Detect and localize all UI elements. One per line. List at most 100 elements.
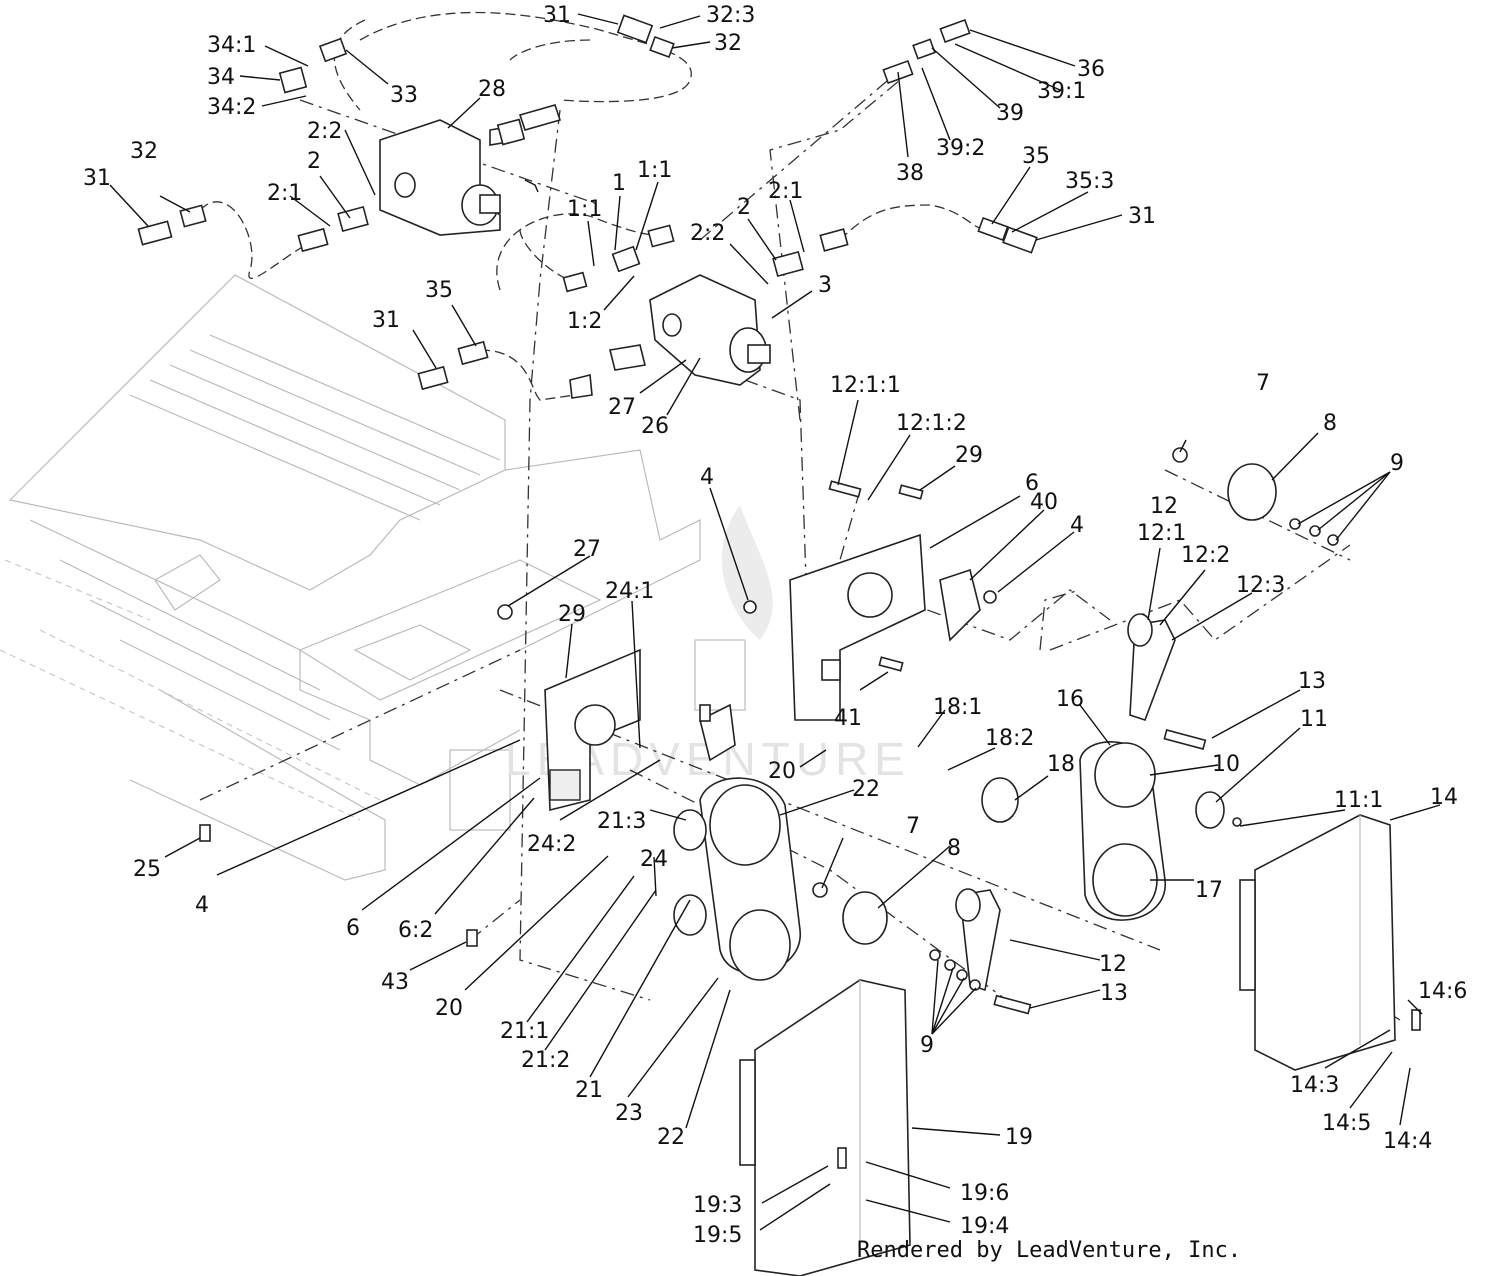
callout-25: 25 — [133, 857, 161, 882]
callout-35: 35 — [1022, 144, 1050, 169]
callout-32-3: 32:3 — [706, 3, 755, 28]
callout-2: 2 — [737, 195, 751, 220]
callout-21-1: 21:1 — [500, 1019, 549, 1044]
callout-12: 12 — [1099, 952, 1127, 977]
leader-lines — [109, 13, 1441, 1231]
callout-12-1: 12:1 — [1137, 521, 1186, 546]
callout-24: 24 — [640, 847, 668, 872]
callout-32: 32 — [130, 139, 158, 164]
callout-7: 7 — [906, 814, 920, 839]
callout-19-4: 19:4 — [960, 1214, 1009, 1239]
callout-11-1: 11:1 — [1334, 788, 1383, 813]
callout-31: 31 — [83, 166, 111, 191]
small-hardware — [199, 480, 1421, 1169]
callout-29: 29 — [558, 602, 586, 627]
hydraulic-pump-28 — [379, 104, 562, 236]
callout-16: 16 — [1056, 687, 1084, 712]
belt-drive — [673, 447, 1277, 992]
callout-31: 31 — [372, 308, 400, 333]
callout-41: 41 — [834, 706, 862, 731]
callout-4: 4 — [1070, 513, 1084, 538]
callout-24-1: 24:1 — [605, 579, 654, 604]
callout-12-1-1: 12:1:1 — [830, 373, 901, 398]
callout-39-2: 39:2 — [936, 136, 985, 161]
callout-27: 27 — [573, 537, 601, 562]
callout-18: 18 — [1047, 752, 1075, 777]
callout-26: 26 — [641, 414, 669, 439]
callout-4: 4 — [700, 465, 714, 490]
callout-22: 22 — [657, 1125, 685, 1150]
callout-35: 35 — [425, 278, 453, 303]
callout-12-3: 12:3 — [1236, 573, 1285, 598]
callout-14: 14 — [1430, 785, 1458, 810]
callout-12-2: 12:2 — [1181, 543, 1230, 568]
callout-39-1: 39:1 — [1037, 79, 1086, 104]
callout-17: 17 — [1195, 878, 1223, 903]
belt-covers — [739, 814, 1396, 1276]
callout-20: 20 — [768, 759, 796, 784]
callout-21-2: 21:2 — [521, 1048, 570, 1073]
callout-31: 31 — [1128, 204, 1156, 229]
callout-21: 21 — [575, 1078, 603, 1103]
callout-18-2: 18:2 — [985, 726, 1034, 751]
callout-12: 12 — [1150, 494, 1178, 519]
callout-6-2: 6:2 — [398, 918, 433, 943]
callout-31: 31 — [543, 3, 571, 28]
credit-line: Rendered by LeadVenture, Inc. — [857, 1238, 1242, 1263]
callout-7: 7 — [1256, 371, 1270, 396]
callout-38: 38 — [896, 161, 924, 186]
callout-19: 19 — [1005, 1125, 1033, 1150]
callout-14-5: 14:5 — [1322, 1111, 1371, 1136]
hose-fittings — [137, 14, 1038, 391]
callout-34: 34 — [207, 65, 235, 90]
callout-14-3: 14:3 — [1290, 1073, 1339, 1098]
callout-2: 2 — [307, 149, 321, 174]
callout-13: 13 — [1100, 981, 1128, 1006]
callout-10: 10 — [1212, 752, 1240, 777]
mounting-brackets — [544, 533, 981, 812]
callout-labels: 31 32:3 32 34:1 34 34:2 33 28 36 39:1 39… — [83, 3, 1467, 1248]
callout-6: 6 — [1025, 471, 1039, 496]
callout-2-1: 2:1 — [768, 179, 803, 204]
hydraulic-pump-3 — [569, 274, 771, 399]
callout-19-3: 19:3 — [693, 1193, 742, 1218]
callout-8: 8 — [947, 836, 961, 861]
callout-1-1: 1:1 — [567, 197, 602, 222]
callout-39: 39 — [996, 101, 1024, 126]
callout-36: 36 — [1077, 57, 1105, 82]
callout-40: 40 — [1030, 490, 1058, 515]
callout-23: 23 — [615, 1101, 643, 1126]
callout-6: 6 — [346, 916, 360, 941]
callout-2-2: 2:2 — [690, 221, 725, 246]
callout-29: 29 — [955, 443, 983, 468]
callout-13: 13 — [1298, 669, 1326, 694]
callout-20: 20 — [435, 996, 463, 1021]
callout-4: 4 — [195, 893, 209, 918]
callout-43: 43 — [381, 970, 409, 995]
callout-12-1-2: 12:1:2 — [896, 411, 967, 436]
callout-19-5: 19:5 — [693, 1223, 742, 1248]
callout-11: 11 — [1300, 707, 1328, 732]
callout-2-1: 2:1 — [267, 181, 302, 206]
callout-3: 3 — [818, 273, 832, 298]
callout-1: 1 — [612, 171, 626, 196]
background-chassis — [0, 274, 746, 881]
callout-34-2: 34:2 — [207, 95, 256, 120]
callout-9: 9 — [1390, 451, 1404, 476]
callout-33: 33 — [390, 83, 418, 108]
callout-8: 8 — [1323, 411, 1337, 436]
callout-9: 9 — [920, 1033, 934, 1058]
callout-21-3: 21:3 — [597, 809, 646, 834]
callout-24-2: 24:2 — [527, 832, 576, 857]
callout-18-1: 18:1 — [933, 695, 982, 720]
callout-1-1: 1:1 — [637, 158, 672, 183]
callout-14-6: 14:6 — [1418, 979, 1467, 1004]
callout-34-1: 34:1 — [207, 33, 256, 58]
callout-27: 27 — [608, 395, 636, 420]
callout-1-2: 1:2 — [567, 309, 602, 334]
callout-28: 28 — [478, 77, 506, 102]
callout-32: 32 — [714, 31, 742, 56]
callout-14-4: 14:4 — [1383, 1129, 1432, 1154]
